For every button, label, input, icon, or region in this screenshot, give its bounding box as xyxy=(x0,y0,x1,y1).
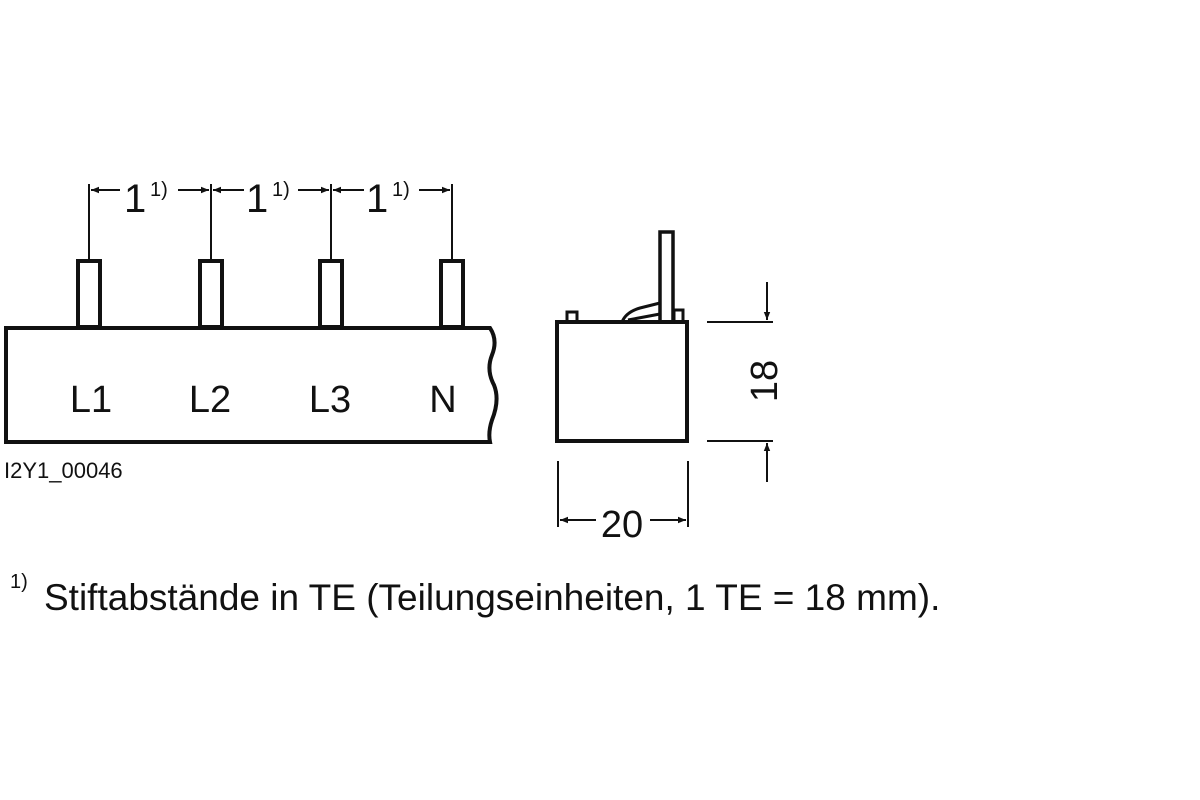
side-view: 18 20 xyxy=(555,230,786,546)
pin-l1 xyxy=(76,259,102,329)
pitch-note-1: 1) xyxy=(150,179,168,201)
side-contact xyxy=(620,301,661,323)
width-label: 20 xyxy=(601,504,643,546)
drawing-id: I2Y1_00046 xyxy=(4,458,123,483)
pitch-note-3: 1) xyxy=(392,179,410,201)
front-view: 1 1) 1 1) 1 1) L1 L2 L3 N I2Y1_00046 xyxy=(4,177,499,483)
pitch-label-3: 1 xyxy=(366,177,388,221)
side-pin xyxy=(658,230,675,324)
pitch-label-2: 1 xyxy=(246,177,268,221)
phase-label-l3: L3 xyxy=(309,379,351,421)
footnote: 1) Stiftabstände in TE (Teilungseinheite… xyxy=(10,571,940,618)
pitch-note-2: 1) xyxy=(272,179,290,201)
phase-label-l1: L1 xyxy=(70,379,112,421)
footnote-marker: 1) xyxy=(10,571,28,593)
height-label: 18 xyxy=(744,360,786,402)
phase-label-l2: L2 xyxy=(189,379,231,421)
side-body xyxy=(555,320,689,443)
pin-n xyxy=(439,259,465,329)
footnote-text: Stiftabstände in TE (Teilungseinheiten, … xyxy=(44,577,940,618)
pin-l2 xyxy=(198,259,224,329)
busbar-body xyxy=(4,326,499,444)
pitch-label-1: 1 xyxy=(124,177,146,221)
phase-label-n: N xyxy=(429,379,456,421)
side-tab-left xyxy=(565,310,579,324)
pin-l3 xyxy=(318,259,344,329)
